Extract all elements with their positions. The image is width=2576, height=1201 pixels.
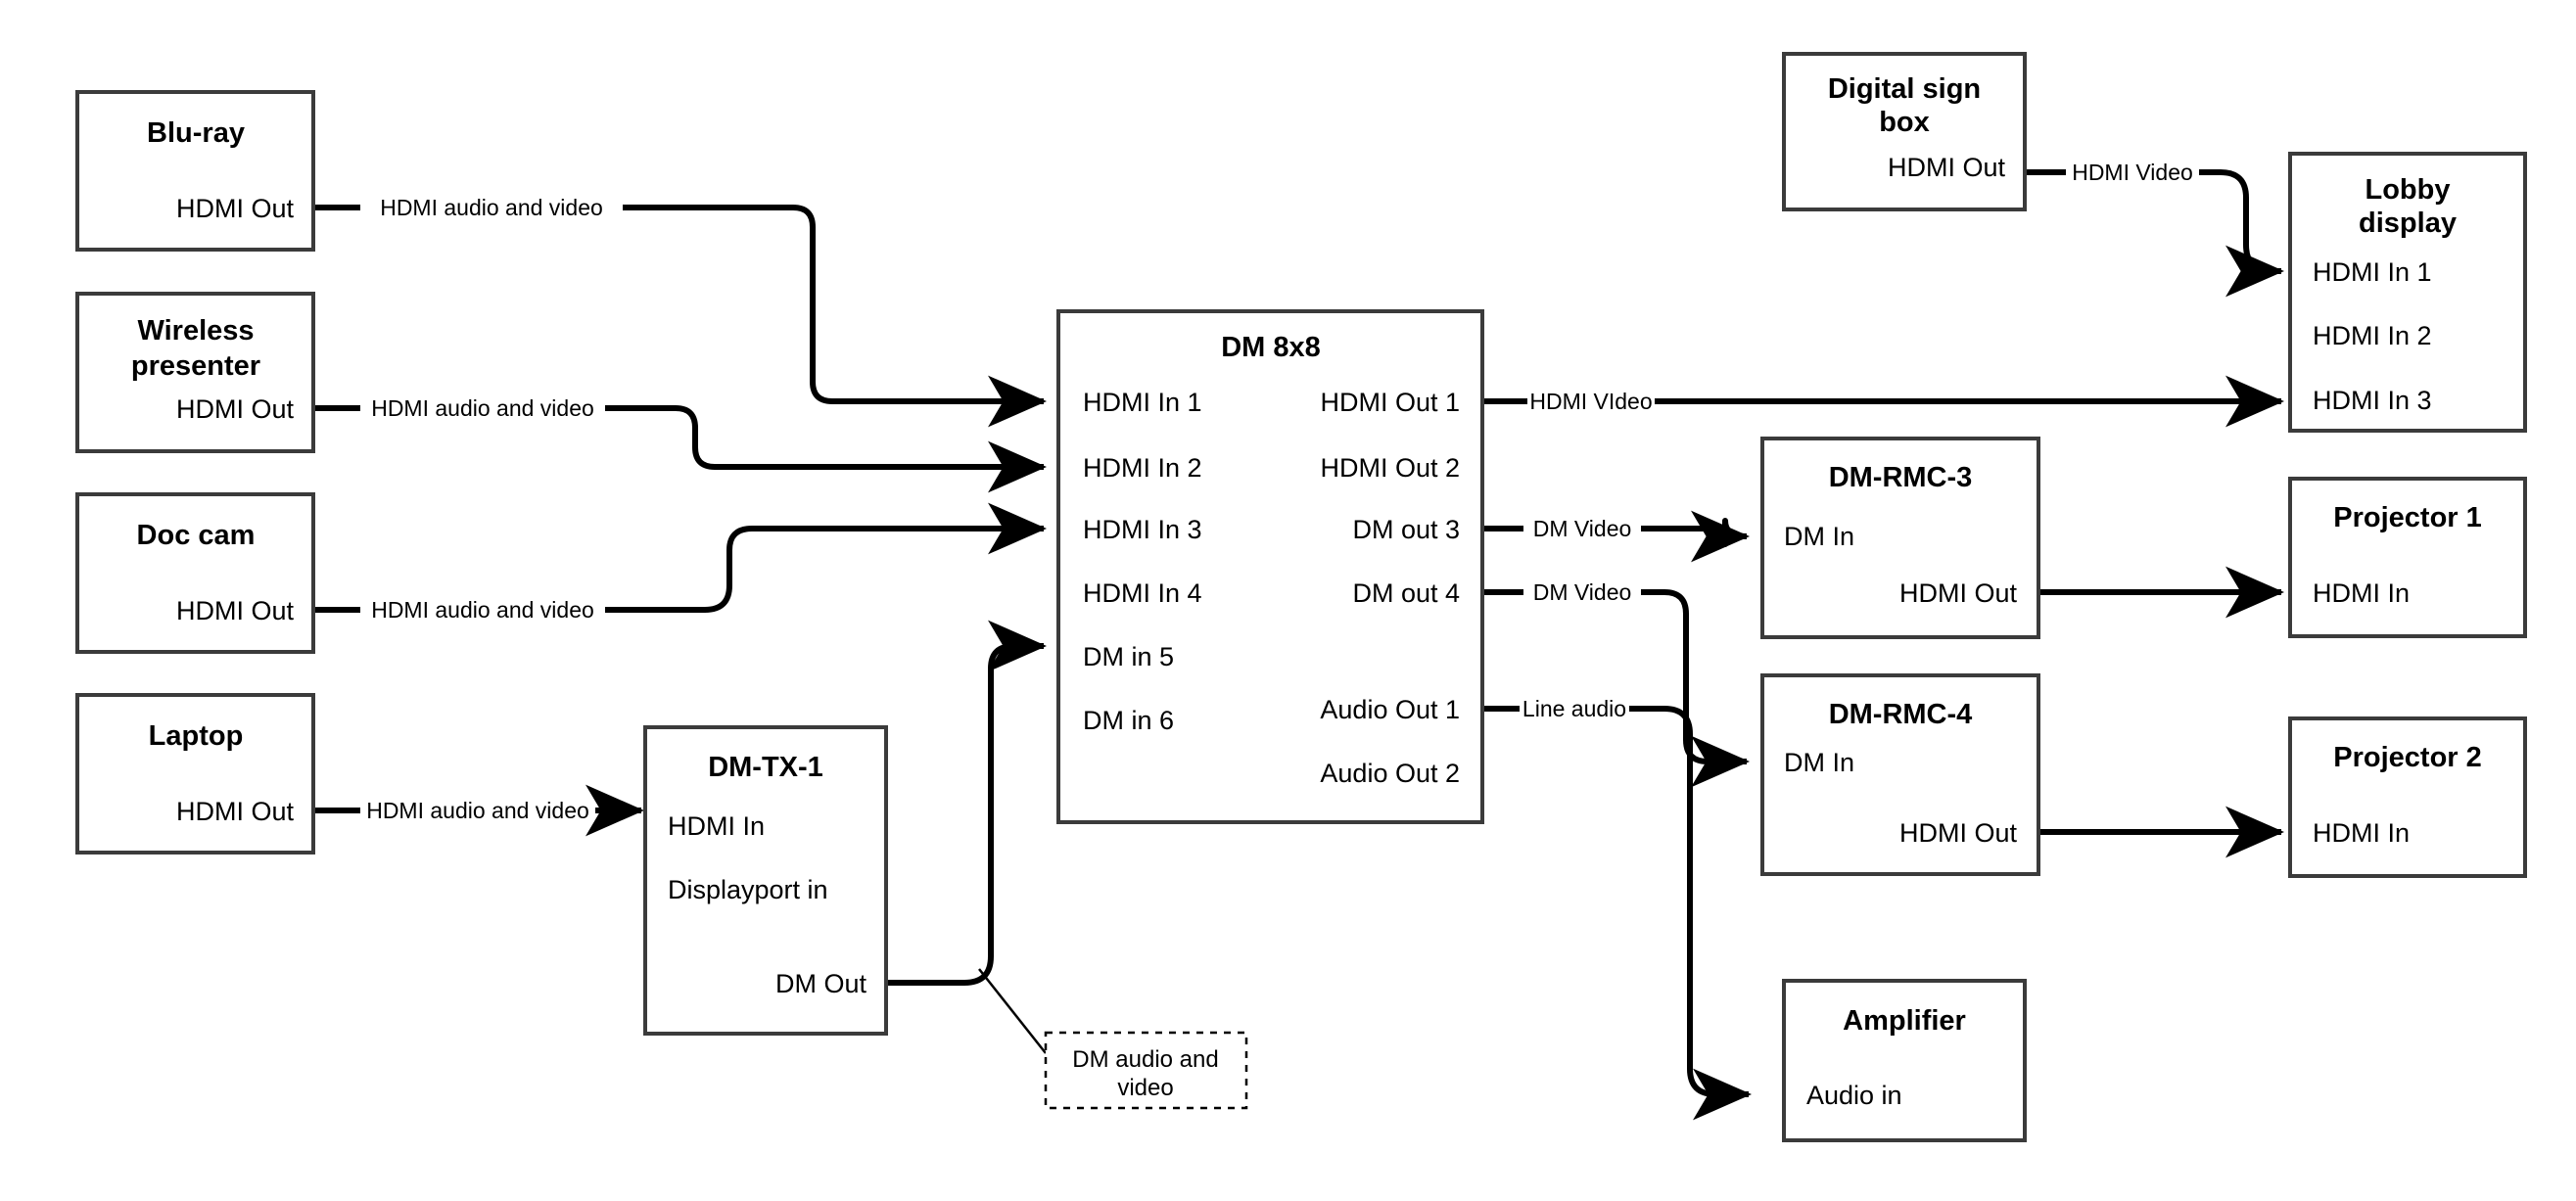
dm-tx-1-title: DM-TX-1 [708, 752, 823, 783]
link-label-wireless: HDMI audio and video [371, 395, 594, 421]
lobby-display-box[interactable] [2288, 152, 2527, 433]
dm-tx-1-port-dm-out: DM Out [775, 969, 867, 998]
dm-rmc-3-port-dm-in: DM In [1784, 522, 1854, 551]
dm-8x8-title: DM 8x8 [1221, 332, 1321, 363]
dm-rmc-3-box[interactable] [1760, 437, 2040, 639]
link-label-hdmi-video-out1: HDMI VIdeo [1529, 389, 1652, 414]
amplifier-box[interactable] [1782, 979, 2027, 1142]
dm-tx-1-box[interactable] [643, 725, 888, 1036]
digital-sign-title-line2: box [1879, 107, 1930, 138]
callout-line2: video [1117, 1075, 1173, 1101]
dm-8x8-output-audio-out-1: Audio Out 1 [1320, 695, 1460, 724]
lobby-display-port-hdmi-in-2: HDMI In 2 [2313, 321, 2432, 350]
bluray-title: Blu-ray [147, 117, 245, 149]
lobby-display-title-line2: display [2359, 208, 2457, 239]
dm-8x8-box[interactable] [1056, 309, 1484, 824]
lobby-display-title-line1: Lobby [2365, 174, 2451, 206]
dm-tx-1-port-hdmi-in: HDMI In [668, 811, 765, 841]
lobby-display-port-hdmi-in-1: HDMI In 1 [2313, 257, 2432, 287]
projector-1-box[interactable] [2288, 477, 2527, 638]
node-dm-rmc-3[interactable]: DM-RMC-3 DM In HDMI Out [1760, 437, 2040, 639]
wire-dm-out-4-to-dmrmc4 [1482, 589, 1747, 762]
projector-2-title: Projector 2 [2333, 742, 2482, 773]
link-label-hdmi-video-sign: HDMI Video [2072, 160, 2193, 185]
doc-cam-port-hdmi-out: HDMI Out [176, 596, 295, 625]
doc-cam-title: Doc cam [137, 520, 256, 551]
callout-leader-line [978, 968, 1047, 1054]
wire-dm-out-3-to-dmrmc3 [1482, 521, 1747, 544]
dm-rmc-3-title: DM-RMC-3 [1829, 462, 1973, 493]
callout-box [1044, 1031, 1248, 1110]
projector-2-port-hdmi-in: HDMI In [2313, 818, 2410, 848]
node-lobby-display[interactable]: Lobby display HDMI In 1 HDMI In 2 HDMI I… [2288, 152, 2527, 433]
node-bluray[interactable]: Blu-ray HDMI Out [75, 90, 315, 252]
digital-sign-title-line1: Digital sign [1828, 73, 1981, 105]
wire-sign-to-lobby-hdmi-in-1 [2025, 169, 2281, 271]
projector-2-box[interactable] [2288, 716, 2527, 878]
dm-rmc-4-box[interactable] [1760, 673, 2040, 876]
doc-cam-box[interactable] [75, 492, 315, 654]
node-digital-sign-box[interactable]: Digital sign box HDMI Out [1782, 52, 2027, 211]
dm-8x8-input-hdmi-in-4: HDMI In 4 [1083, 578, 1202, 608]
laptop-box[interactable] [75, 693, 315, 855]
digital-sign-port-hdmi-out: HDMI Out [1888, 153, 2006, 182]
connector-layer [313, 169, 2281, 1094]
callout-line1: DM audio and [1072, 1046, 1218, 1073]
wire-audio-out-1-to-amplifier [1482, 706, 1749, 1094]
bluray-box[interactable] [75, 90, 315, 252]
dm-8x8-output-dm-out-3: DM out 3 [1352, 515, 1460, 544]
wireless-presenter-title-line2: presenter [131, 350, 260, 382]
laptop-title: Laptop [149, 720, 244, 752]
link-label-laptop: HDMI audio and video [366, 798, 589, 823]
bluray-port-hdmi-out: HDMI Out [176, 194, 295, 223]
dm-rmc-4-port-hdmi-out: HDMI Out [1899, 818, 2018, 848]
link-label-dm-video-4: DM Video [1533, 579, 1632, 605]
amplifier-title: Amplifier [1843, 1005, 1966, 1037]
wire-wireless-to-hdmi-in-2 [313, 408, 1044, 467]
node-laptop[interactable]: Laptop HDMI Out [75, 693, 315, 855]
link-label-dm-video-3: DM Video [1533, 516, 1632, 541]
node-doc-cam[interactable]: Doc cam HDMI Out [75, 492, 315, 654]
node-dm-rmc-4[interactable]: DM-RMC-4 DM In HDMI Out [1760, 673, 2040, 876]
dm-8x8-input-dm-in-6: DM in 6 [1083, 706, 1174, 735]
lobby-display-port-hdmi-in-3: HDMI In 3 [2313, 386, 2432, 415]
laptop-port-hdmi-out: HDMI Out [176, 797, 295, 826]
wireless-presenter-title-line1: Wireless [137, 315, 254, 346]
digital-sign-box[interactable] [1782, 52, 2027, 211]
callout-dm-audio-and-video: DM audio and video [1044, 1031, 1248, 1110]
wire-dmtx1-to-dm-in-5 [886, 620, 1047, 986]
dm-8x8-input-hdmi-in-2: HDMI In 2 [1083, 453, 1202, 483]
dm-rmc-4-title: DM-RMC-4 [1829, 699, 1973, 730]
link-label-line-audio: Line audio [1522, 696, 1626, 721]
projector-1-port-hdmi-in: HDMI In [2313, 578, 2410, 608]
projector-1-title: Projector 1 [2333, 502, 2482, 533]
node-dm-8x8[interactable]: DM 8x8 HDMI In 1 HDMI In 2 HDMI In 3 HDM… [1056, 309, 1484, 824]
dm-rmc-4-port-dm-in: DM In [1784, 748, 1854, 777]
dm-8x8-output-hdmi-out-2: HDMI Out 2 [1320, 453, 1460, 483]
wire-bluray-to-hdmi-in-1 [313, 205, 1044, 401]
node-projector-1[interactable]: Projector 1 HDMI In [2288, 477, 2527, 638]
node-dm-tx-1[interactable]: DM-TX-1 HDMI In Displayport in DM Out [643, 725, 888, 1036]
dm-8x8-input-hdmi-in-3: HDMI In 3 [1083, 515, 1202, 544]
dm-8x8-output-dm-out-4: DM out 4 [1352, 578, 1460, 608]
dm-8x8-output-audio-out-2: Audio Out 2 [1320, 759, 1460, 788]
link-label-doccam: HDMI audio and video [371, 597, 594, 623]
dm-8x8-input-hdmi-in-1: HDMI In 1 [1083, 388, 1202, 417]
amplifier-port-audio-in: Audio in [1806, 1081, 1902, 1110]
node-amplifier[interactable]: Amplifier Audio in [1782, 979, 2027, 1142]
node-wireless-presenter[interactable]: Wireless presenter HDMI Out [75, 292, 315, 453]
dm-8x8-output-hdmi-out-1: HDMI Out 1 [1320, 388, 1460, 417]
wireless-presenter-box[interactable] [75, 292, 315, 453]
dm-rmc-3-port-hdmi-out: HDMI Out [1899, 578, 2018, 608]
wire-doccam-to-hdmi-in-3 [313, 529, 1044, 613]
wireless-presenter-port-hdmi-out: HDMI Out [176, 394, 295, 424]
node-projector-2[interactable]: Projector 2 HDMI In [2288, 716, 2527, 878]
link-label-bluray: HDMI audio and video [380, 195, 603, 220]
connector-label-layer: HDMI audio and video HDMI audio and vide… [366, 160, 2193, 823]
dm-tx-1-port-displayport-in: Displayport in [668, 875, 828, 904]
dm-8x8-input-dm-in-5: DM in 5 [1083, 642, 1174, 671]
